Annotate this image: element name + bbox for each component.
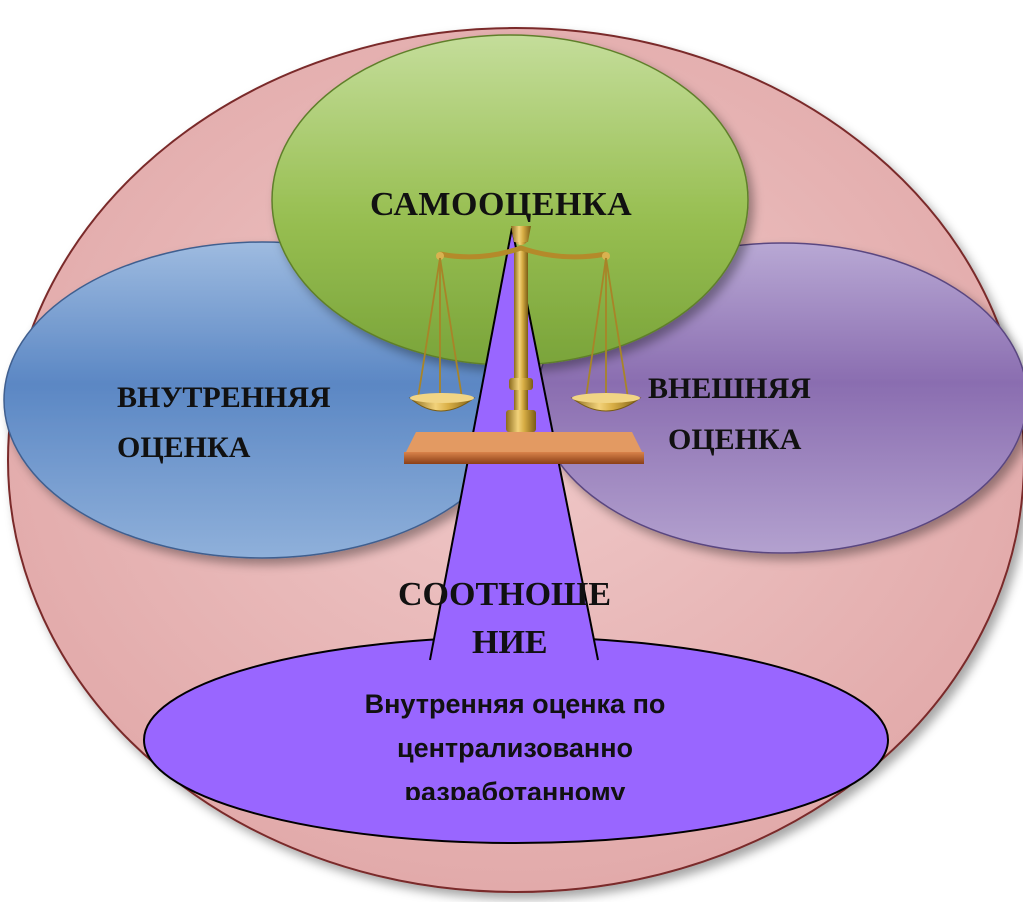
self-assessment-label: САМООЦЕНКА <box>370 186 633 223</box>
bottom-text-box: Внутренняя оценка по централизованно раз… <box>170 670 860 800</box>
internal-assessment-label-line1: ВНУТРЕННЯЯ <box>117 381 331 414</box>
relation-label-line2: НИЕ <box>472 624 548 661</box>
relation-label-line1: СООТНОШЕ <box>398 576 612 613</box>
bottom-text-line1: Внутренняя оценка по <box>364 689 666 719</box>
internal-assessment-label-line2: ОЦЕНКА <box>117 431 251 464</box>
external-assessment-label-line1: ВНЕШНЯЯ <box>648 372 811 405</box>
bottom-text-line2: централизованно <box>396 733 633 763</box>
bottom-text-line3: разработанному <box>404 777 626 800</box>
scales-icon <box>404 226 644 464</box>
external-assessment-label-line2: ОЦЕНКА <box>668 423 802 456</box>
